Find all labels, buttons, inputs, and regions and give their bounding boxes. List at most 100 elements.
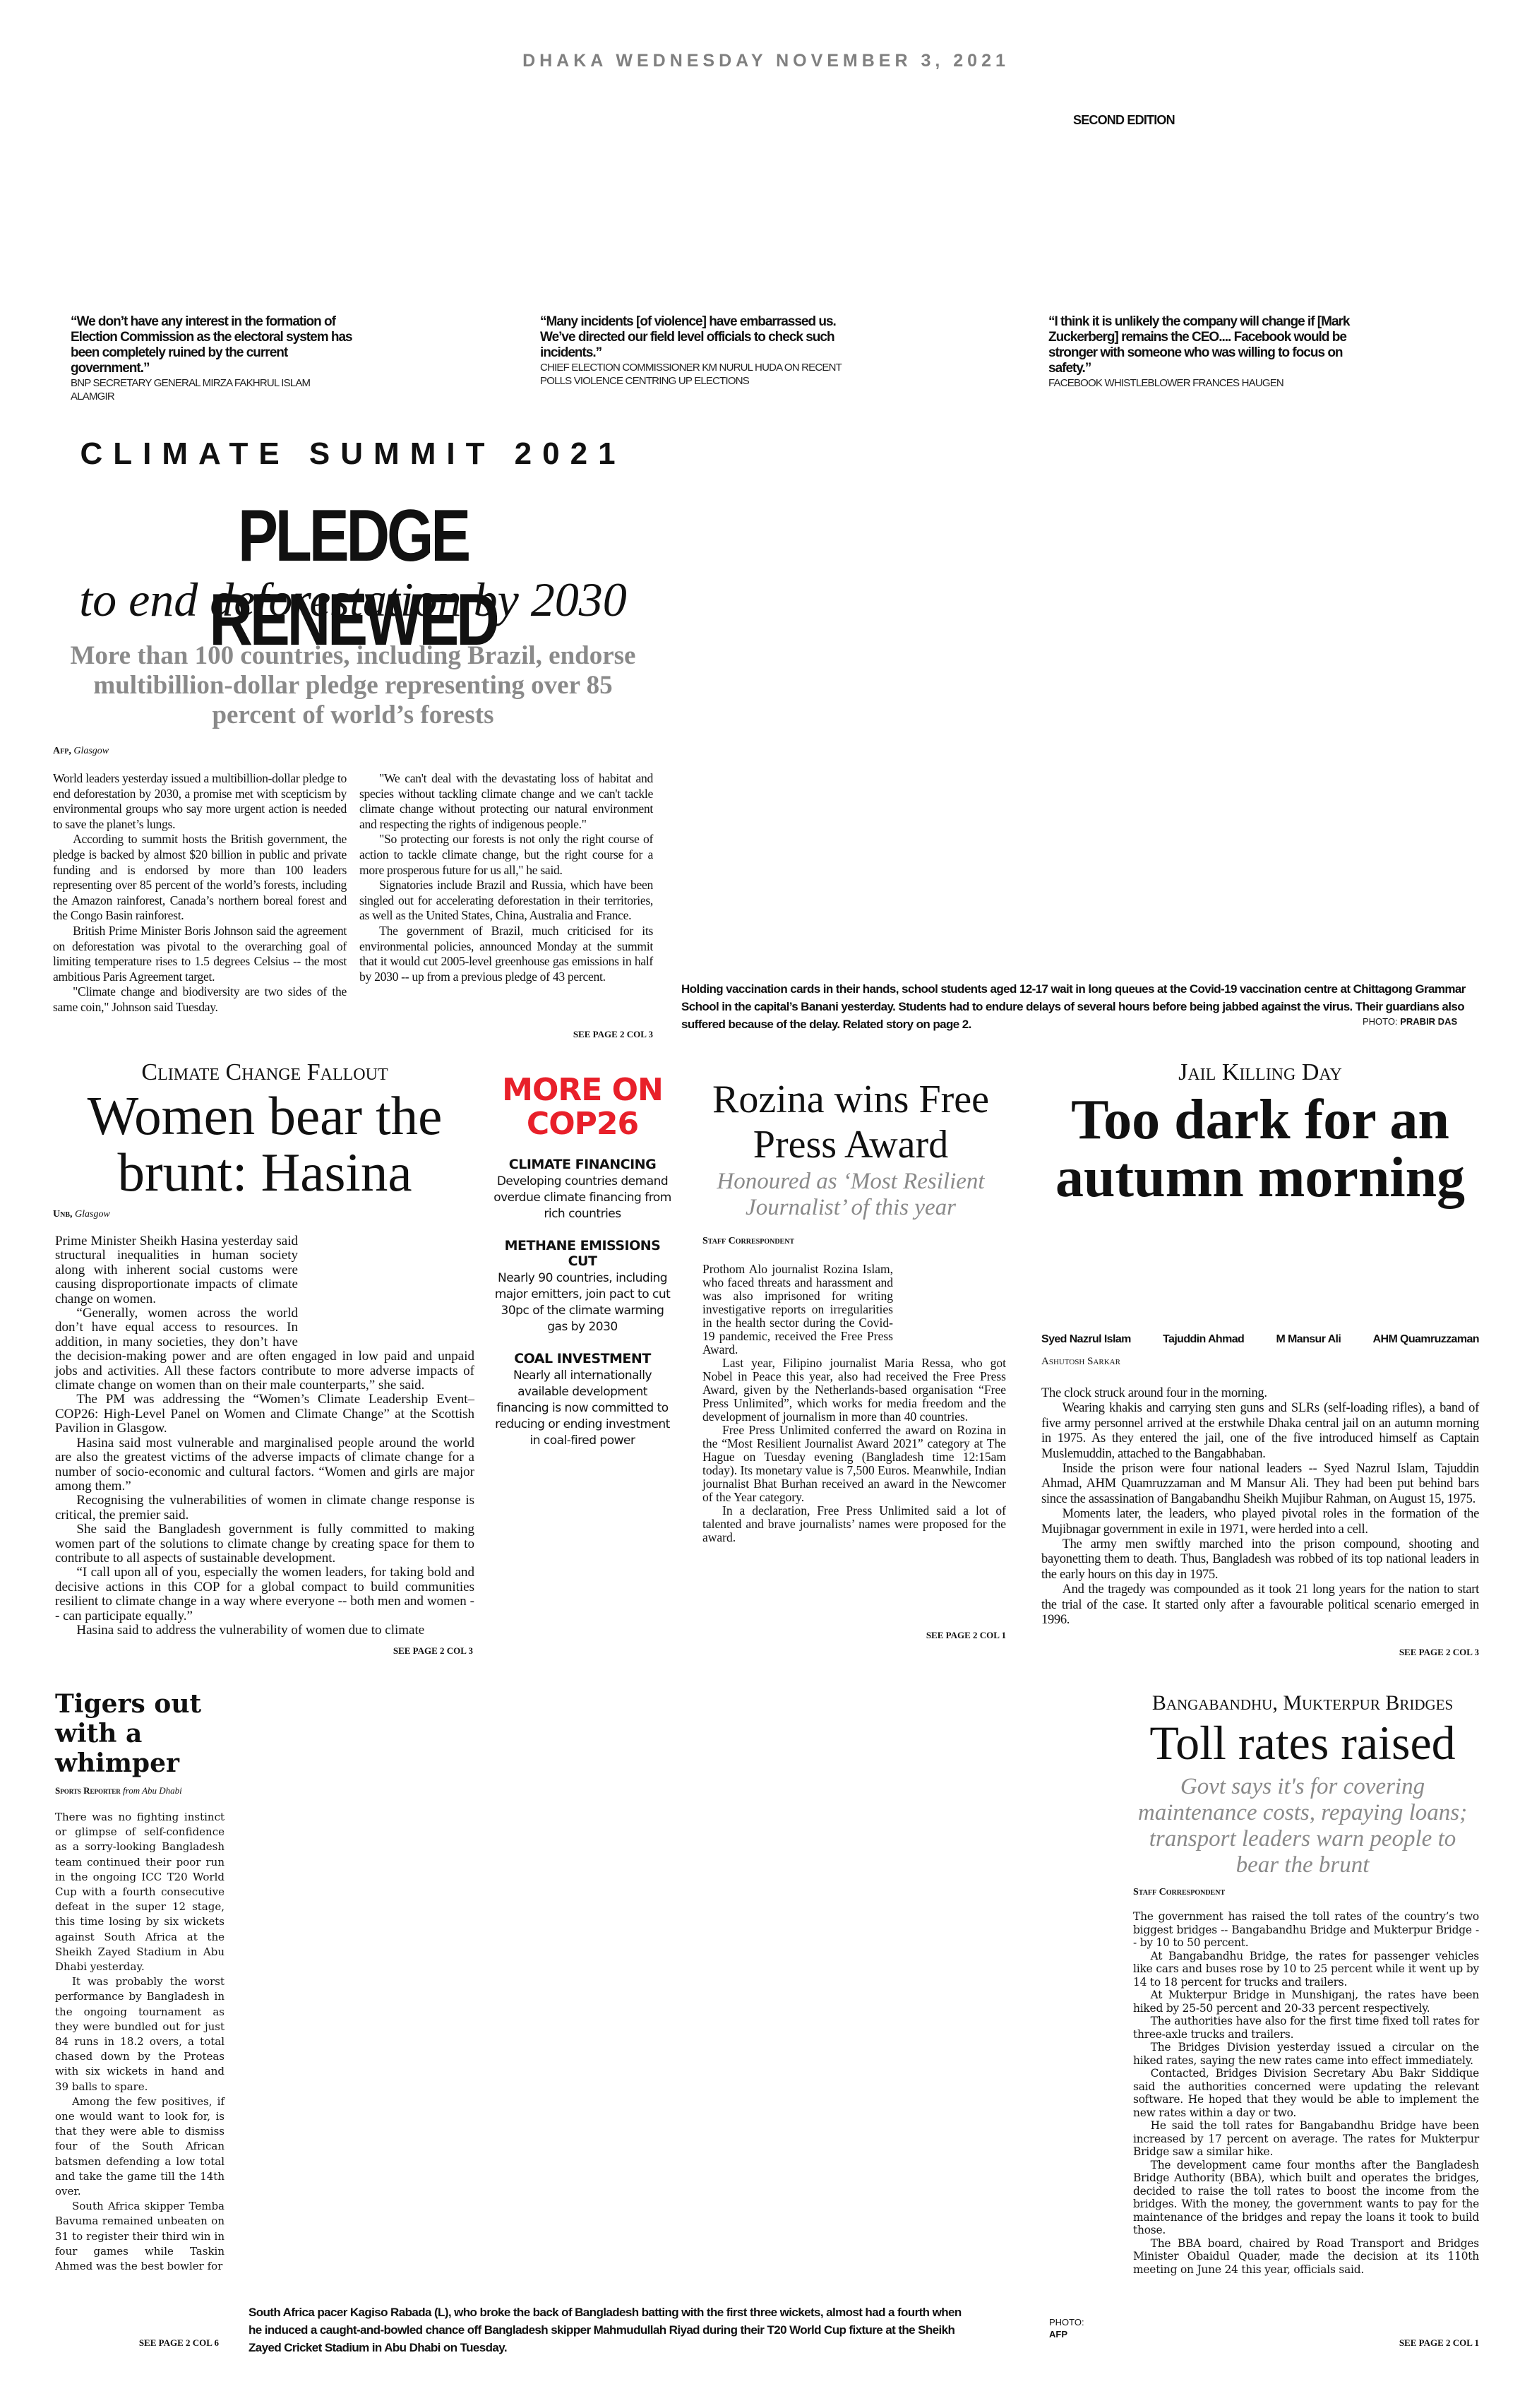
paragraph: The government of Brazil, much criticise… — [359, 923, 653, 984]
credit-name: AFP — [1049, 2329, 1067, 2340]
quote-text: “We don’t have any interest in the forma… — [71, 314, 353, 376]
toll-kicker: Bangabandhu, Mukterpur Bridges — [1151, 1691, 1454, 1715]
portrait-name: AHM Quamruzzaman — [1372, 1333, 1480, 1345]
inset-photo-space — [893, 1263, 1006, 1343]
toll-subhead: Govt says it's for covering maintenance … — [1137, 1774, 1468, 1878]
paragraph: Prothom Alo journalist Rozina Islam, who… — [702, 1262, 893, 1357]
quote-text: “Many incidents [of violence] have embar… — [540, 314, 837, 360]
quote-source: FACEBOOK WHISTLEBLOWER FRANCES HAUGEN — [1048, 377, 1284, 389]
lead-kicker: CLIMATE SUMMIT 2021 — [80, 436, 626, 471]
paragraph: And the tragedy was compounded as it too… — [1041, 1583, 1479, 1628]
inset-photo-space — [298, 1234, 474, 1335]
tigers-headline: Tigers out with a whimper — [55, 1689, 202, 1778]
cop26-item-text: Developing countries demand overdue clim… — [493, 1174, 671, 1221]
jail-headline: Too dark for an autumn morning — [1055, 1089, 1466, 1209]
cop26-item-head: CLIMATE FINANCING — [508, 1157, 657, 1172]
byline-place: Glasgow — [75, 1209, 110, 1220]
lead-subhead: to end deforestation by 2030 — [79, 573, 627, 626]
caption-text: Holding vaccination cards in their hands… — [681, 982, 1466, 1031]
paragraph: Signatories include Brazil and Russia, w… — [359, 878, 653, 923]
paragraph: Recognising the vulnerabilities of women… — [55, 1493, 474, 1522]
paragraph: She said the Bangladesh government is fu… — [55, 1522, 474, 1566]
caption-text: South Africa pacer Kagiso Rabada (L), wh… — [249, 2306, 962, 2354]
tigers-byline: Sports Reporter from Abu Dhabi — [55, 1785, 182, 1796]
tigers-body: There was no fighting instinct or glimps… — [55, 1810, 225, 2274]
toll-body: The government has raised the toll rates… — [1133, 1910, 1479, 2276]
paragraph: The government has raised the toll rates… — [1133, 1910, 1479, 1949]
women-headline: Women bear the brunt: Hasina — [87, 1085, 443, 1203]
jail-portrait-names: Syed Nazrul Islam Tajuddin Ahmad M Mansu… — [1041, 1333, 1480, 1346]
women-paragraphs: Prime Minister Sheikh Hasina yesterday s… — [55, 1234, 474, 1638]
portrait-name: M Mansur Ali — [1276, 1333, 1341, 1345]
byline-agency: Unb, — [53, 1209, 73, 1220]
rozina-paragraphs: Prothom Alo journalist Rozina Islam, who… — [702, 1263, 1006, 1544]
quote-text: “I think it is unlikely the company will… — [1048, 314, 1351, 376]
rozina-subhead: Honoured as ‘Most Resilient Journalist’ … — [717, 1169, 985, 1220]
paragraph: Prime Minister Sheikh Hasina yesterday s… — [55, 1234, 298, 1306]
women-byline: Unb, Glasgow — [53, 1209, 110, 1220]
portrait-name: Tajuddin Ahmad — [1163, 1333, 1245, 1345]
paragraph: The authorities have also for the first … — [1133, 2015, 1479, 2041]
paragraph: The clock struck around four in the morn… — [1041, 1386, 1267, 1400]
paragraph: Free Press Unlimited conferred the award… — [702, 1423, 1006, 1504]
women-jump: SEE PAGE 2 COL 3 — [393, 1645, 473, 1656]
paragraph: Last year, Filipino journalist Maria Res… — [702, 1356, 1006, 1424]
lead-body: World leaders yesterday issued a multibi… — [53, 771, 653, 1039]
toll-headline: Toll rates raised — [1149, 1716, 1456, 1770]
byline-place: from Abu Dhabi — [123, 1785, 182, 1796]
lead-headline-text: PLEDGE RENEWED — [209, 495, 499, 661]
jail-byline: Ashutosh Sarkar — [1041, 1356, 1120, 1367]
credit-label: PHOTO: — [1363, 1016, 1398, 1027]
byline-agency: Afp, — [53, 746, 71, 756]
toll-jump: SEE PAGE 2 COL 1 — [1399, 2337, 1479, 2348]
cop26-item-text: Nearly all internationally available dev… — [495, 1369, 670, 1448]
women-body: Prime Minister Sheikh Hasina yesterday s… — [55, 1234, 474, 1638]
jail-kicker: Jail Killing Day — [1178, 1059, 1342, 1085]
edition-label: SECOND EDITION — [1073, 113, 1175, 127]
dateline: DHAKA WEDNESDAY NOVEMBER 3, 2021 — [522, 51, 1010, 71]
paragraph: It was probably the worst performance by… — [55, 1975, 225, 2093]
quote-source: CHIEF ELECTION COMMISSIONER KM NURUL HUD… — [540, 362, 842, 387]
paragraph: "We can't deal with the devastating loss… — [359, 771, 653, 831]
quote-3: “I think it is unlikely the company will… — [1048, 314, 1366, 390]
rozina-headline: Rozina wins Free Press Award — [712, 1078, 989, 1167]
paragraph: At Bangabandhu Bridge, the rates for pas… — [1133, 1949, 1479, 1989]
byline-author: Sports Reporter — [55, 1785, 121, 1796]
paragraph: Among the few positives, if one would wa… — [55, 2094, 225, 2198]
paragraph: "Climate change and biodiversity are two… — [53, 984, 347, 1014]
paragraph: World leaders yesterday issued a multibi… — [53, 771, 347, 831]
credit-name: PRABIR DAS — [1400, 1016, 1458, 1027]
paragraph: According to summit hosts the British go… — [53, 832, 347, 923]
toll-byline: Staff Correspondent — [1133, 1887, 1226, 1897]
paragraph: The development came four months after t… — [1133, 2158, 1479, 2237]
women-kicker: Climate Change Fallout — [141, 1059, 388, 1085]
jail-jump: SEE PAGE 2 COL 3 — [1399, 1647, 1479, 1657]
paragraph: The army men swiftly marched into the pr… — [1041, 1537, 1479, 1582]
paragraph: The BBA board, chaired by Road Transport… — [1133, 2236, 1479, 2276]
paragraph: "So protecting our forests is not only t… — [359, 832, 653, 877]
rozina-byline: Staff Correspondent — [702, 1236, 795, 1246]
quote-1: “We don’t have any interest in the forma… — [71, 314, 353, 403]
jail-body: The clock struck around four in the morn… — [1041, 1386, 1479, 1628]
cop26-sidebar: MORE ON COP26 CLIMATE FINANCING Developi… — [491, 1073, 674, 1449]
quote-2: “Many incidents [of violence] have embar… — [540, 314, 844, 388]
byline-place: Glasgow — [73, 746, 109, 756]
paragraph: Contacted, Bridges Division Secretary Ab… — [1133, 2067, 1479, 2119]
photo-credit: PHOTO: AFP — [1049, 2316, 1084, 2340]
paragraph: He said the toll rates for Bangabandhu B… — [1133, 2119, 1479, 2158]
quote-source: BNP SECRETARY GENERAL MIRZA FAKHRUL ISLA… — [71, 377, 311, 403]
paragraph: Hasina said most vulnerable and marginal… — [55, 1435, 474, 1494]
lead-jump: SEE PAGE 2 COL 3 — [573, 1029, 653, 1039]
paragraph: “Generally, women across the world don’t… — [55, 1306, 474, 1393]
lead-byline: Afp, Glasgow — [53, 746, 109, 757]
paragraph: The Bridges Division yesterday issued a … — [1133, 2041, 1479, 2067]
photo-credit: PHOTO: PRABIR DAS — [1363, 1016, 1457, 1027]
paragraph: There was no fighting instinct or glimps… — [55, 1811, 225, 1974]
lead-headline: PLEDGE RENEWED — [53, 494, 653, 662]
rozina-body: Prothom Alo journalist Rozina Islam, who… — [702, 1263, 1006, 1544]
paragraph: “I call upon all of you, especially the … — [55, 1565, 474, 1623]
paragraph: At Mukterpur Bridge in Munshiganj, the r… — [1133, 1989, 1479, 2015]
paragraph: Inside the prison were four national lea… — [1041, 1462, 1479, 1506]
credit-label: PHOTO: — [1049, 2317, 1084, 2327]
cop26-item-text: Nearly 90 countries, including major emi… — [494, 1271, 671, 1334]
